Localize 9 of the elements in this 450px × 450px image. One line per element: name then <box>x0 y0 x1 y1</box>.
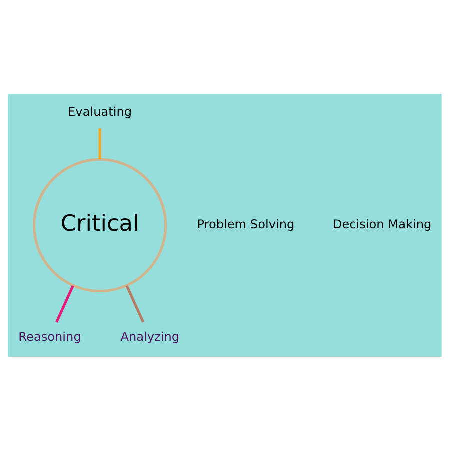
connector <box>56 284 74 322</box>
node-text: Analyzing <box>120 330 180 344</box>
connector <box>98 128 102 159</box>
connector <box>126 284 145 322</box>
node-text: Evaluating <box>68 104 132 119</box>
node-text: Problem Solving <box>197 217 295 232</box>
node-circle: Critical <box>32 158 168 292</box>
node-text: Decision Making <box>332 217 432 232</box>
node-text: Reasoning <box>18 330 82 344</box>
